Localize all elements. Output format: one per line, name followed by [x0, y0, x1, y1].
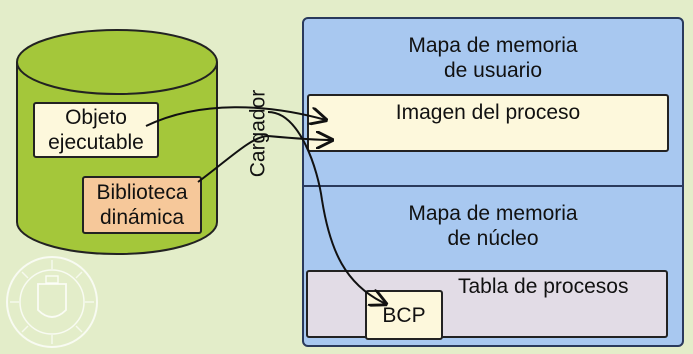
dynamic-library-label: Biblioteca dinámica	[96, 181, 188, 229]
executable-object-box: Objeto ejecutable	[33, 102, 159, 158]
arrow-object-to-image	[145, 106, 326, 127]
arrow-to-pcb	[267, 111, 386, 304]
university-seal-icon	[6, 256, 98, 348]
arrow-library-to-image	[197, 136, 332, 183]
pcb-box: BCP	[365, 290, 443, 340]
process-image-label: Imagen del proceso	[395, 101, 581, 124]
dynamic-library-box: Biblioteca dinámica	[82, 176, 202, 234]
user-memory-map-title: Mapa de memoria de usuario	[408, 34, 578, 82]
pcb-label: BCP	[382, 304, 426, 327]
kernel-memory-map-title: Mapa de memoria de núcleo	[408, 202, 578, 250]
process-image-box: Imagen del proceso	[307, 94, 669, 152]
executable-object-label: Objeto ejecutable	[48, 106, 144, 154]
memory-divider	[304, 185, 682, 187]
process-table-label: Tabla de procesos	[458, 275, 629, 298]
